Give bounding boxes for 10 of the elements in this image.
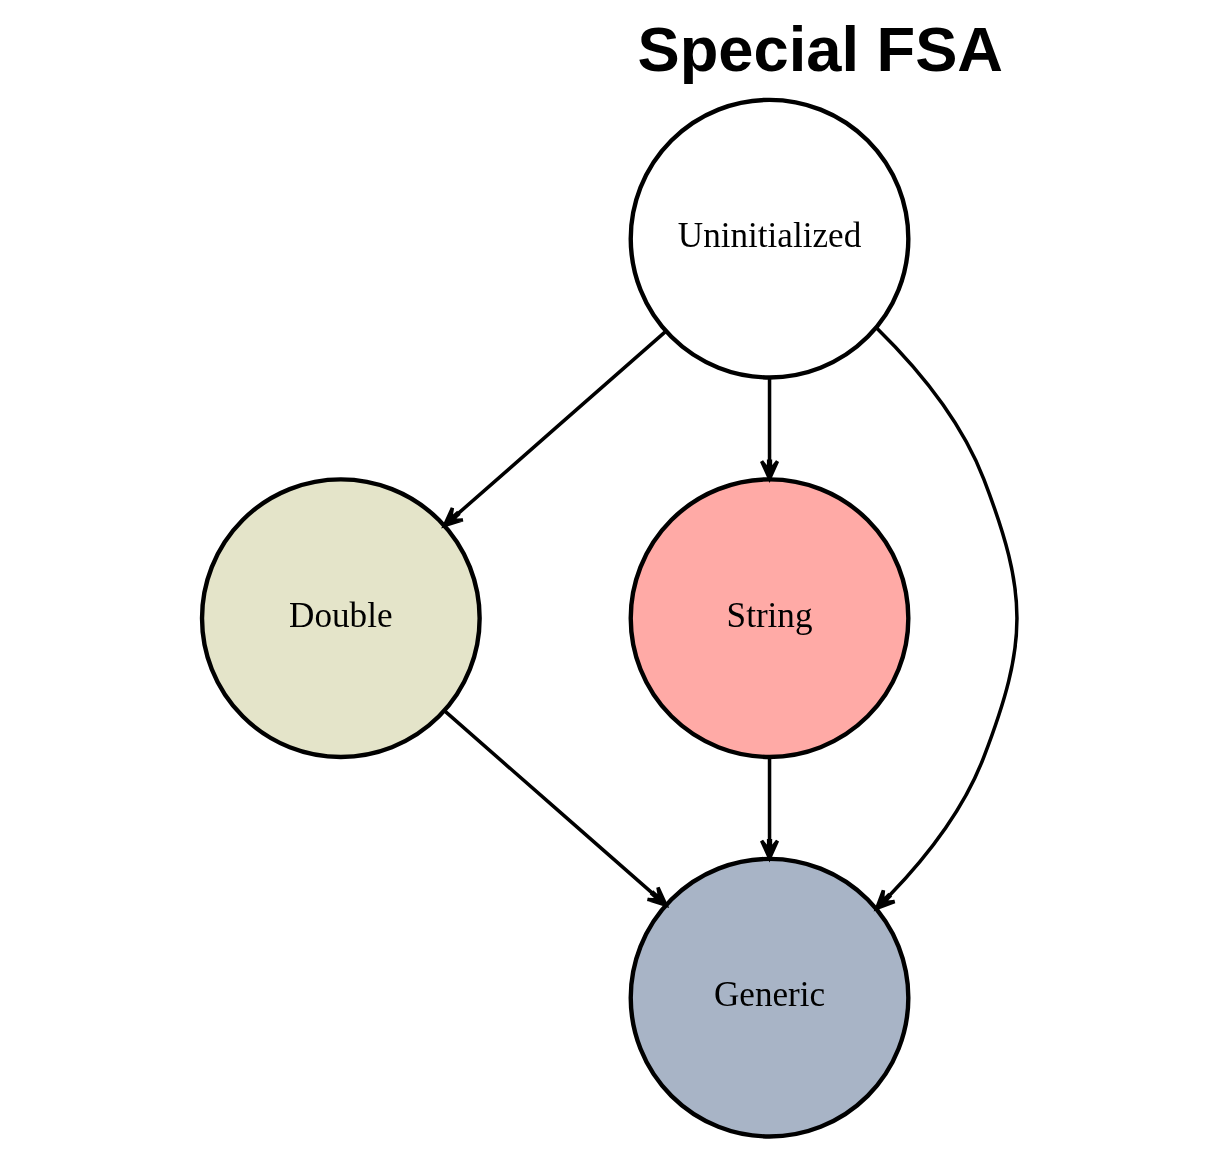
node-circle: Generic [628,856,911,1139]
arrow [874,326,1019,911]
diagram-title: Special FSA [636,14,1003,85]
node-circle: Uninitialized [628,97,911,380]
arrow [442,709,668,907]
node-circle: String [628,477,911,760]
arrow [442,330,667,528]
node-circle: Double [199,477,482,760]
arrow [759,757,779,861]
arrow [759,377,779,481]
